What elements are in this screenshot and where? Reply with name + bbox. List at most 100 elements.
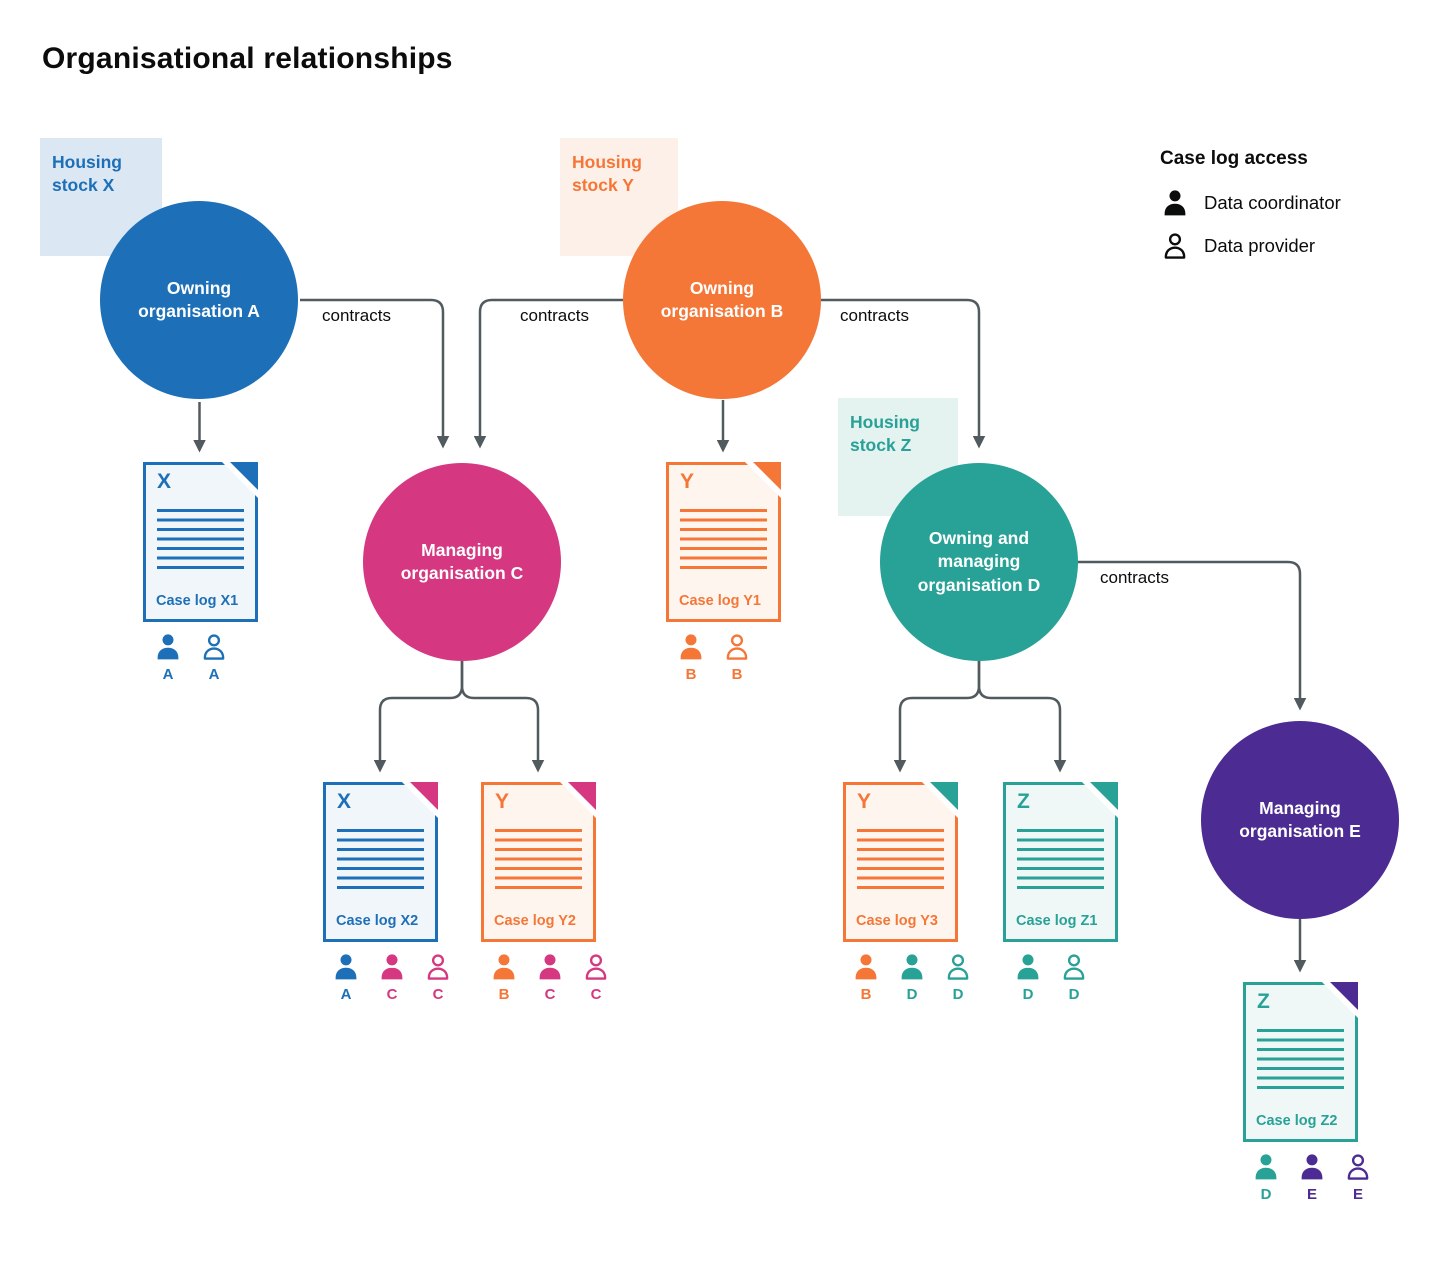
- access-person: E: [1295, 1152, 1329, 1203]
- access-person: C: [375, 952, 409, 1003]
- access-org-letter: B: [498, 986, 510, 1003]
- access-person: A: [197, 632, 231, 683]
- case-log-label: Case log X2: [336, 913, 419, 929]
- data-coordinator-icon: [1251, 1152, 1281, 1182]
- legend: Case log access Data coordinator Data pr…: [1160, 148, 1341, 274]
- case-log-y2-doc: Y Case log Y2: [481, 782, 596, 942]
- page-fold-icon: [568, 782, 596, 810]
- case-log-y1-access-row: B B: [674, 632, 754, 683]
- data-provider-icon: [581, 952, 611, 982]
- page-fold-icon: [410, 782, 438, 810]
- page-fold-icon: [230, 462, 258, 490]
- legend-item-data-coordinator: Data coordinator: [1160, 188, 1341, 218]
- data-provider-icon: [1059, 952, 1089, 982]
- case-log-x1-doc: X Case log X1: [143, 462, 258, 622]
- access-person: B: [849, 952, 883, 1003]
- case-log-label: Case log X1: [156, 593, 239, 609]
- data-coordinator-icon: [851, 952, 881, 982]
- case-log-x2-doc: X Case log X2: [323, 782, 438, 942]
- access-person: C: [533, 952, 567, 1003]
- access-org-letter: A: [162, 666, 174, 683]
- arrow-orgD-to-caselogZ1: [977, 661, 1067, 773]
- legend-label: Data provider: [1204, 235, 1316, 256]
- data-coordinator-icon: [153, 632, 183, 662]
- arrow-orgC-to-caselogX2: [373, 661, 464, 773]
- data-coordinator-icon: [377, 952, 407, 982]
- arrow-orgD-to-caselogY3: [893, 661, 981, 773]
- org-circle-managing-e: Managing organisation E: [1201, 721, 1399, 919]
- document-text-lines: [1017, 829, 1104, 893]
- access-org-letter: D: [1022, 986, 1034, 1003]
- case-log-label: Case log Z1: [1016, 913, 1098, 929]
- access-person: B: [720, 632, 754, 683]
- legend-item-data-provider: Data provider: [1160, 231, 1341, 261]
- document-text-lines: [857, 829, 944, 893]
- access-org-letter: B: [685, 666, 697, 683]
- data-coordinator-icon: [676, 632, 706, 662]
- data-coordinator-icon: [897, 952, 927, 982]
- case-log-x2-access-row: A C C: [329, 952, 455, 1003]
- case-log-y3-doc: Y Case log Y3: [843, 782, 958, 942]
- page-fold-icon: [1090, 782, 1118, 810]
- data-provider-icon: [943, 952, 973, 982]
- access-person: D: [941, 952, 975, 1003]
- document-text-lines: [1257, 1029, 1344, 1093]
- document-text-lines: [157, 509, 244, 573]
- case-log-z1-access-row: D D: [1011, 952, 1091, 1003]
- access-org-letter: A: [208, 666, 220, 683]
- stock-letter: Z: [1017, 790, 1030, 813]
- case-log-z2-doc: Z Case log Z2: [1243, 982, 1358, 1142]
- access-org-letter: D: [952, 986, 964, 1003]
- data-provider-icon: [1343, 1152, 1373, 1182]
- access-person: B: [674, 632, 708, 683]
- document-text-lines: [337, 829, 424, 893]
- case-log-y1-doc: Y Case log Y1: [666, 462, 781, 622]
- case-log-z2-access-row: D E E: [1249, 1152, 1375, 1203]
- access-org-letter: A: [340, 986, 352, 1003]
- page-fold-icon: [753, 462, 781, 490]
- data-provider-icon: [199, 632, 229, 662]
- case-log-y2-access-row: B C C: [487, 952, 613, 1003]
- access-org-letter: C: [432, 986, 444, 1003]
- data-provider-icon: [722, 632, 752, 662]
- access-org-letter: D: [1260, 1186, 1272, 1203]
- contracts-label-b-c: contracts: [520, 306, 589, 325]
- data-coordinator-icon: [1297, 1152, 1327, 1182]
- document-text-lines: [680, 509, 767, 573]
- access-person: D: [1249, 1152, 1283, 1203]
- stock-letter: Y: [495, 790, 510, 813]
- stock-letter: X: [157, 470, 172, 493]
- access-person: D: [1011, 952, 1045, 1003]
- page-fold-icon: [1330, 982, 1358, 1010]
- data-provider-icon: [423, 952, 453, 982]
- case-log-label: Case log Y1: [679, 593, 761, 609]
- access-person: B: [487, 952, 521, 1003]
- access-person: A: [329, 952, 363, 1003]
- housing-stock-x-tile: Housing stock X: [40, 138, 162, 256]
- legend-label: Data coordinator: [1204, 192, 1341, 213]
- case-log-label: Case log Y2: [494, 913, 576, 929]
- data-coordinator-icon: [535, 952, 565, 982]
- page-title: Organisational relationships: [42, 42, 453, 75]
- stock-letter: Y: [857, 790, 872, 813]
- data-coordinator-icon: [1013, 952, 1043, 982]
- access-org-letter: B: [731, 666, 743, 683]
- case-log-x1-access-row: A A: [151, 632, 231, 683]
- case-log-z1-doc: Z Case log Z1: [1003, 782, 1118, 942]
- data-coordinator-icon: [1160, 188, 1190, 218]
- access-person: A: [151, 632, 185, 683]
- data-coordinator-icon: [489, 952, 519, 982]
- access-org-letter: C: [544, 986, 556, 1003]
- contracts-label-b-d: contracts: [840, 306, 909, 325]
- case-log-label: Case log Y3: [856, 913, 938, 929]
- case-log-y3-access-row: B D D: [849, 952, 975, 1003]
- contracts-label-d-e: contracts: [1100, 568, 1169, 587]
- org-circle-owning-managing-d: Owning and managing organisation D: [880, 463, 1078, 661]
- org-circle-owning-a: Owning organisation A: [100, 201, 298, 399]
- access-person: D: [895, 952, 929, 1003]
- stock-letter: Y: [680, 470, 695, 493]
- access-person: D: [1057, 952, 1091, 1003]
- page-fold-icon: [930, 782, 958, 810]
- access-org-letter: E: [1306, 1186, 1317, 1203]
